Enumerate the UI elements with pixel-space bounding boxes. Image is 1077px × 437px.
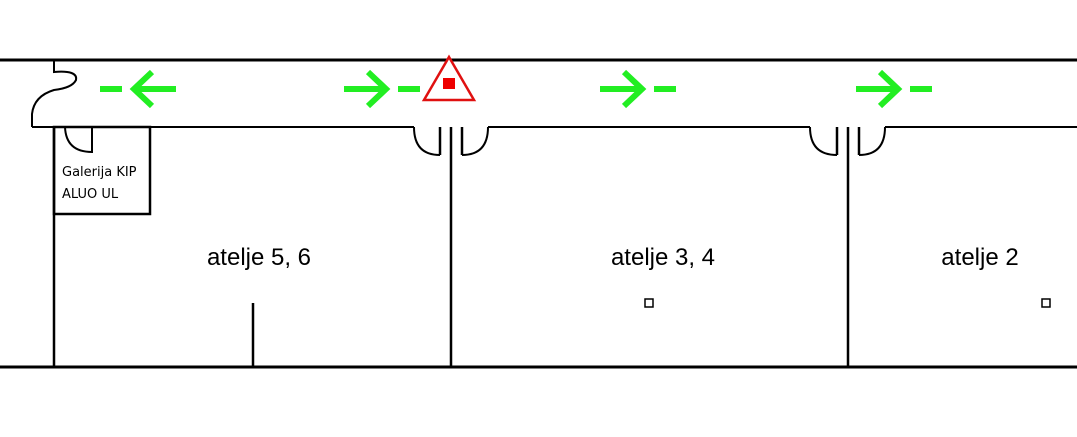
gallery-door-swing	[64, 126, 93, 154]
door-swing-right	[461, 126, 489, 156]
gallery-label-line1: Galerija KIP	[62, 165, 137, 180]
exit-arrow-left-icon	[100, 69, 176, 109]
door-swing-left	[809, 126, 838, 156]
pillar	[644, 298, 654, 308]
room-label-atelje-5-6: atelje 5, 6	[207, 244, 311, 271]
door-swing-left	[413, 126, 441, 156]
entrance-door	[31, 60, 78, 127]
walls	[0, 58, 1077, 369]
exit-arrow-right-icon	[344, 69, 420, 109]
exit-arrow-right-icon	[600, 69, 676, 109]
door-swing-right	[858, 126, 886, 156]
pillar	[1041, 298, 1051, 308]
gallery-room	[52, 125, 152, 216]
exit-arrow-right-icon	[856, 69, 932, 109]
fire-alarm-triangle-icon	[421, 54, 477, 102]
exit-arrows	[100, 69, 932, 109]
room-label-atelje-3-4: atelje 3, 4	[611, 244, 715, 271]
gallery-label-line2: ALUO UL	[62, 187, 119, 202]
partition-walls	[52, 127, 861, 367]
door-swings	[64, 126, 886, 156]
room-label-atelje-2: atelje 2	[941, 244, 1018, 271]
